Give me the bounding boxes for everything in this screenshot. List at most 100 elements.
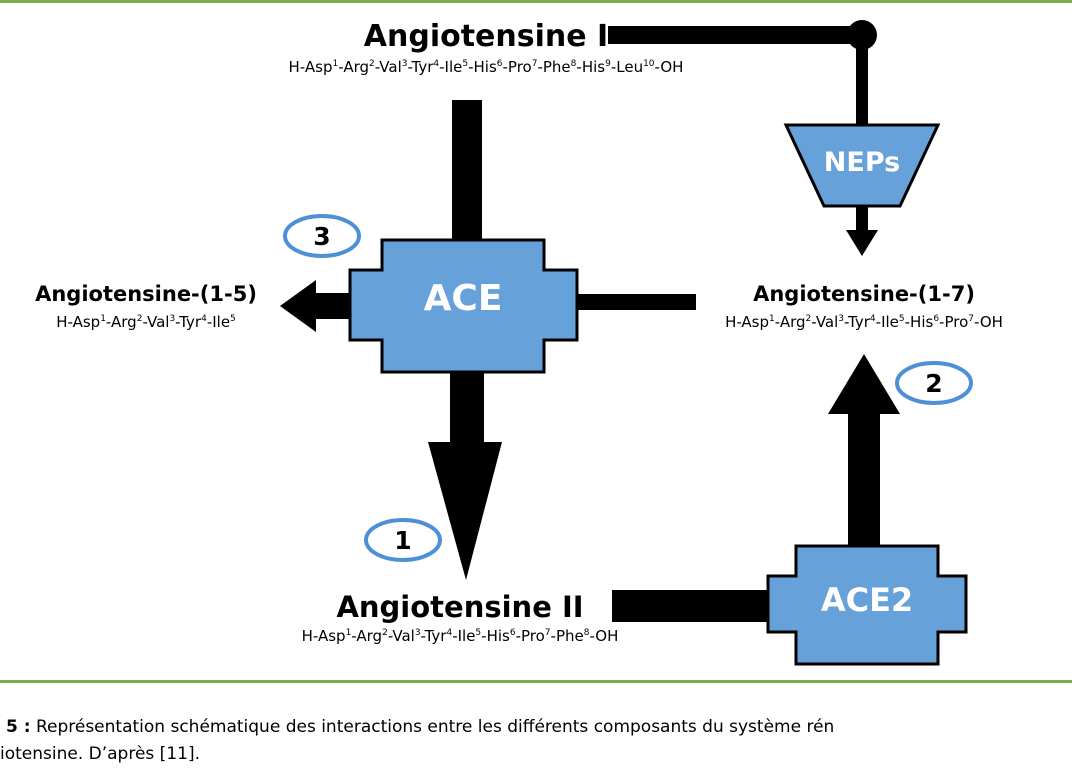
residue: -Val bbox=[811, 313, 839, 331]
residue: -Val bbox=[374, 58, 402, 76]
residue-position: 7 bbox=[531, 59, 538, 69]
residue: -Phe bbox=[537, 58, 571, 76]
residue: -Arg bbox=[774, 313, 806, 331]
pathway-3-label: 3 bbox=[313, 222, 330, 251]
ang2-to-ace2-bar bbox=[612, 590, 772, 622]
pathway-2-label: 2 bbox=[925, 369, 942, 398]
pathway-3-circle bbox=[283, 214, 361, 258]
neps-enzyme bbox=[783, 123, 941, 208]
residue-position: 7 bbox=[544, 628, 551, 638]
residue: -His bbox=[481, 627, 510, 645]
residue-position: 5 bbox=[475, 628, 482, 638]
neps-input-bar bbox=[856, 35, 868, 127]
residue: -Ile bbox=[206, 313, 231, 331]
figure-number: 5 : bbox=[6, 717, 31, 737]
neps-output-bar bbox=[856, 205, 868, 233]
residue: -His bbox=[576, 58, 606, 76]
arrow-to-ang2 bbox=[428, 442, 502, 580]
residue-position: 6 bbox=[509, 628, 516, 638]
residue: -Arg bbox=[351, 627, 383, 645]
residue-position: 4 bbox=[446, 628, 453, 638]
ace-left-bar bbox=[312, 293, 354, 319]
caption-text-line1: Représentation schématique des interacti… bbox=[35, 717, 835, 737]
residue: -His bbox=[904, 313, 934, 331]
residue: -Arg bbox=[338, 58, 370, 76]
residue: -Tyr bbox=[420, 627, 447, 645]
ang15-sequence: H-Asp1-Arg2-Val3-Tyr4-Ile5 bbox=[6, 313, 286, 331]
raas-diagram: ACE NEPs ACE2 3 2 1 bbox=[280, 20, 973, 666]
residue-position: 2 bbox=[136, 314, 143, 324]
residue: -OH bbox=[589, 627, 619, 645]
ang1-sequence: H-Asp1-Arg2-Val3-Tyr4-Ile5-His6-Pro7-Phe… bbox=[196, 58, 776, 76]
residue: -Pro bbox=[502, 58, 532, 76]
residue-position: 3 bbox=[414, 628, 421, 638]
bottom-rule bbox=[0, 680, 1072, 683]
residue: H-Asp bbox=[56, 313, 101, 331]
residue: -OH bbox=[654, 58, 684, 76]
residue-position: 10 bbox=[643, 59, 655, 69]
ang17-sequence: H-Asp1-Arg2-Val3-Tyr4-Ile5-His6-Pro7-OH bbox=[664, 313, 1064, 331]
residue: -Ile bbox=[439, 58, 463, 76]
ang2-title: Angiotensine II bbox=[336, 590, 584, 624]
residue-position: 5 bbox=[230, 314, 236, 324]
ang1-to-neps-bar bbox=[608, 26, 862, 44]
residue: -Ile bbox=[875, 313, 899, 331]
residue-position: 3 bbox=[838, 314, 845, 324]
ace-enzyme bbox=[348, 238, 579, 374]
ang2-sequence: H-Asp1-Arg2-Val3-Tyr4-Ile5-His6-Pro7-Phe… bbox=[230, 627, 690, 645]
figure-caption: 5 : Représentation schématique des inter… bbox=[0, 714, 1072, 772]
ang17-title: Angiotensine-(1-7) bbox=[753, 282, 975, 306]
residue: -Arg bbox=[105, 313, 137, 331]
residue-position: 4 bbox=[201, 314, 207, 324]
residue: -Leu bbox=[610, 58, 644, 76]
residue: -Val bbox=[387, 627, 415, 645]
residue-position: 8 bbox=[583, 628, 590, 638]
ang15-title: Angiotensine-(1-5) bbox=[35, 282, 257, 306]
residue: -Tyr bbox=[175, 313, 202, 331]
residue-position: 6 bbox=[933, 314, 940, 324]
ace-label: ACE bbox=[424, 278, 503, 319]
residue-position: 5 bbox=[898, 314, 905, 324]
residue-position: 2 bbox=[369, 59, 375, 69]
ace2-enzyme bbox=[766, 544, 968, 666]
arrow-to-ang17 bbox=[846, 230, 878, 256]
residue: -Ile bbox=[452, 627, 476, 645]
residue-position: 7 bbox=[968, 314, 974, 324]
residue: H-Asp bbox=[288, 58, 333, 76]
residue-position: 2 bbox=[382, 628, 388, 638]
residue-position: 3 bbox=[401, 59, 408, 69]
residue-position: 4 bbox=[869, 314, 876, 324]
residue-position: 8 bbox=[570, 59, 577, 69]
residue: H-Asp bbox=[725, 313, 770, 331]
residue: -Tyr bbox=[844, 313, 870, 331]
residue: H-Asp bbox=[301, 627, 346, 645]
residue: -Pro bbox=[515, 627, 545, 645]
neps-label: NEPs bbox=[824, 147, 900, 178]
residue-position: 5 bbox=[462, 59, 469, 69]
residue-position: 2 bbox=[805, 314, 812, 324]
top-rule bbox=[0, 0, 1072, 3]
residue-position: 1 bbox=[769, 314, 775, 324]
pathway-1-label: 1 bbox=[394, 526, 411, 555]
pathway-1-circle bbox=[364, 518, 442, 562]
residue: -His bbox=[468, 58, 497, 76]
arrow-to-ang15 bbox=[280, 280, 316, 332]
residue: -Tyr bbox=[407, 58, 434, 76]
residue-position: 1 bbox=[100, 314, 106, 324]
residue: -OH bbox=[974, 313, 1003, 331]
ang17-to-ace-bar bbox=[572, 294, 696, 310]
ang1-title: Angiotensine I bbox=[363, 19, 609, 54]
ace2-label: ACE2 bbox=[821, 581, 913, 619]
residue-position: 9 bbox=[605, 59, 611, 69]
residue-position: 3 bbox=[169, 314, 176, 324]
residue-position: 4 bbox=[433, 59, 440, 69]
residue-position: 1 bbox=[345, 628, 352, 638]
ace2-output-bar bbox=[848, 410, 880, 550]
caption-text-line2: iotensine. D’après [11]. bbox=[0, 744, 200, 764]
arrow-from-ace2 bbox=[828, 354, 900, 414]
residue: -Pro bbox=[939, 313, 969, 331]
residue-position: 1 bbox=[332, 59, 339, 69]
residue-position: 6 bbox=[496, 59, 503, 69]
residue: -Val bbox=[142, 313, 170, 331]
residue: -Phe bbox=[550, 627, 584, 645]
